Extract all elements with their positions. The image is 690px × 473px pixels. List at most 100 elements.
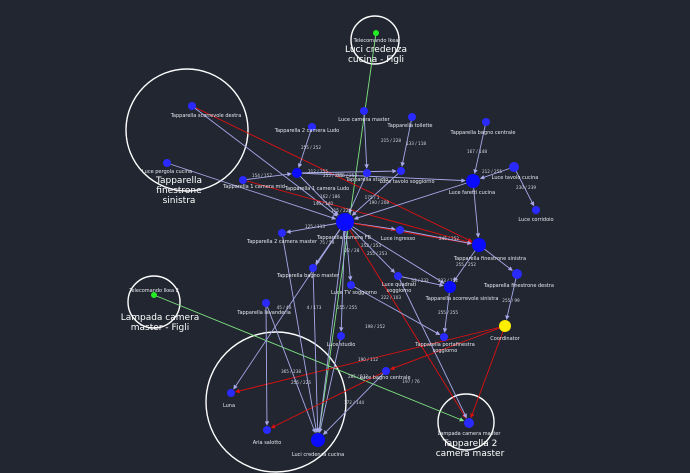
node-label: Tapparella toilette — [386, 123, 432, 129]
node-luce-bagno-centr[interactable] — [382, 367, 390, 375]
links-layer — [153, 32, 535, 435]
link-quality-label: 222 / 103 — [381, 295, 401, 300]
group-label: cucina - Figli — [348, 55, 404, 65]
link-normal — [479, 166, 515, 180]
link-quality-label: 198 / 252 — [365, 324, 385, 329]
link-normal — [442, 286, 451, 333]
node-luce-tav-cucina[interactable] — [509, 162, 519, 172]
group-label: finestrone — [156, 186, 202, 196]
link-quality-label: 255 / 253 — [337, 173, 357, 178]
node-label: Luce quadrati — [382, 282, 416, 288]
node-luce-ingresso[interactable] — [396, 226, 404, 234]
node-tap-bagno-master[interactable] — [309, 264, 317, 272]
group-ring — [205, 331, 347, 473]
link-quality-label: 190 / 208 — [369, 200, 389, 205]
node-tap-fin-destra[interactable] — [512, 269, 522, 279]
link-quality-label: 255 / 255 — [323, 173, 343, 178]
node-luna[interactable] — [227, 389, 235, 397]
node-tap-studio[interactable] — [363, 169, 371, 177]
group-label: Tapparella — [155, 176, 202, 186]
group-ring — [127, 275, 181, 329]
group-label: master - Figli — [131, 323, 189, 333]
group-label: sinistra — [163, 196, 196, 206]
node-label: Luce pergola cucina — [142, 169, 192, 175]
link-quality-label: 255 / 255 — [337, 305, 357, 310]
node-label: Luci credenza cucina — [292, 452, 344, 458]
node-tap1-cam-mid[interactable] — [239, 176, 247, 184]
node-label: Aria salotto — [253, 440, 282, 446]
link-normal — [344, 221, 445, 284]
link-quality-label: 255 / 99 — [502, 298, 520, 303]
node-tap-cam-fb[interactable] — [336, 213, 354, 231]
link-normal — [351, 170, 402, 216]
node-luce-tv[interactable] — [347, 281, 355, 289]
node-tap-fin-sinistra[interactable] — [472, 238, 486, 252]
node-tap-scorr-sinistra[interactable] — [444, 281, 456, 293]
node-tap1-ludo[interactable] — [292, 168, 302, 178]
node-tap-toilette[interactable] — [408, 113, 416, 121]
node-label: Luce bagno centrale — [359, 375, 410, 381]
link-normal — [286, 221, 346, 234]
node-label: Tapparella 2 camera Ludo — [274, 128, 340, 134]
node-luce-corridoio[interactable] — [532, 206, 540, 214]
node-tap2-cam-master[interactable] — [278, 229, 286, 237]
nodes-layer[interactable] — [151, 30, 540, 447]
node-ikea-remote[interactable] — [373, 30, 379, 36]
group-label: Tapparella 2 — [442, 439, 498, 449]
link-quality-label: 190 / 112 — [358, 357, 378, 362]
node-luce-tav-sogg[interactable] — [397, 167, 405, 175]
node-label: Tapparella scorrevole sinistra — [425, 296, 499, 302]
node-luce-cam-master[interactable] — [360, 107, 368, 115]
link-remote — [317, 32, 377, 433]
node-tap-bagno-centr[interactable] — [482, 118, 490, 126]
link-quality-label: 245 / 252 — [439, 236, 459, 241]
link-problem — [389, 325, 506, 371]
node-label: Tapparella finestrone sinistra — [453, 256, 526, 262]
node-luce-faretti[interactable] — [466, 174, 480, 188]
node-luce-quadrati-l1[interactable] — [394, 272, 402, 280]
node-aria-salotto[interactable] — [263, 426, 271, 434]
group-ring — [125, 68, 249, 192]
link-normal — [344, 221, 396, 273]
link-quality-label: 22 / 28 — [345, 248, 360, 253]
node-label: Telecomando Ikea 2 — [128, 288, 179, 294]
node-luce-studio[interactable] — [337, 332, 345, 340]
link-quality-label: 223 / 252 — [438, 278, 458, 283]
link-normal — [473, 121, 487, 174]
link-normal — [166, 162, 337, 220]
link-quality-label: 172 / 144 — [344, 400, 364, 405]
link-quality-label: 75 / 59 — [320, 240, 335, 245]
node-coordinator[interactable] — [499, 320, 511, 332]
node-label: Tapparella finestrone destra — [483, 283, 554, 289]
link-quality-label: 140 / 140 — [313, 201, 333, 206]
node-tap-portafin-l1[interactable] — [440, 333, 448, 341]
node-label: Lampada camera master — [438, 431, 502, 437]
node-label: Tapparella bagno master — [276, 273, 340, 279]
link-problem — [235, 325, 506, 394]
group-rings-layer — [125, 15, 495, 473]
link-quality-label: 125 / 113 — [305, 224, 325, 229]
node-label: Luce corridoio — [518, 217, 553, 223]
link-quality-label: 115 / 228 — [331, 208, 351, 213]
link-quality-label: 212 / 255 — [308, 169, 328, 174]
node-label: Luce camera master — [338, 117, 390, 123]
node-luce-pergola[interactable] — [163, 159, 171, 167]
node-luci-credenza[interactable] — [311, 433, 325, 447]
node-label: Luce ingresso — [381, 236, 415, 242]
node-lampada-cam-master[interactable] — [464, 418, 474, 428]
node-tap2-ludo[interactable] — [308, 123, 316, 131]
node-tap-scorr-destra[interactable] — [188, 102, 196, 110]
link-problem — [270, 370, 387, 429]
node-ikea-remote2[interactable] — [151, 292, 157, 298]
node-label: Telecomando Ikea — [353, 38, 399, 44]
link-normal — [317, 221, 346, 433]
node-tap-lavanderia[interactable] — [262, 299, 270, 307]
link-normal — [296, 172, 339, 216]
node-label: Tapparella bagno centrale — [450, 130, 516, 136]
link-quality-label: 252 / 253 — [361, 243, 381, 248]
